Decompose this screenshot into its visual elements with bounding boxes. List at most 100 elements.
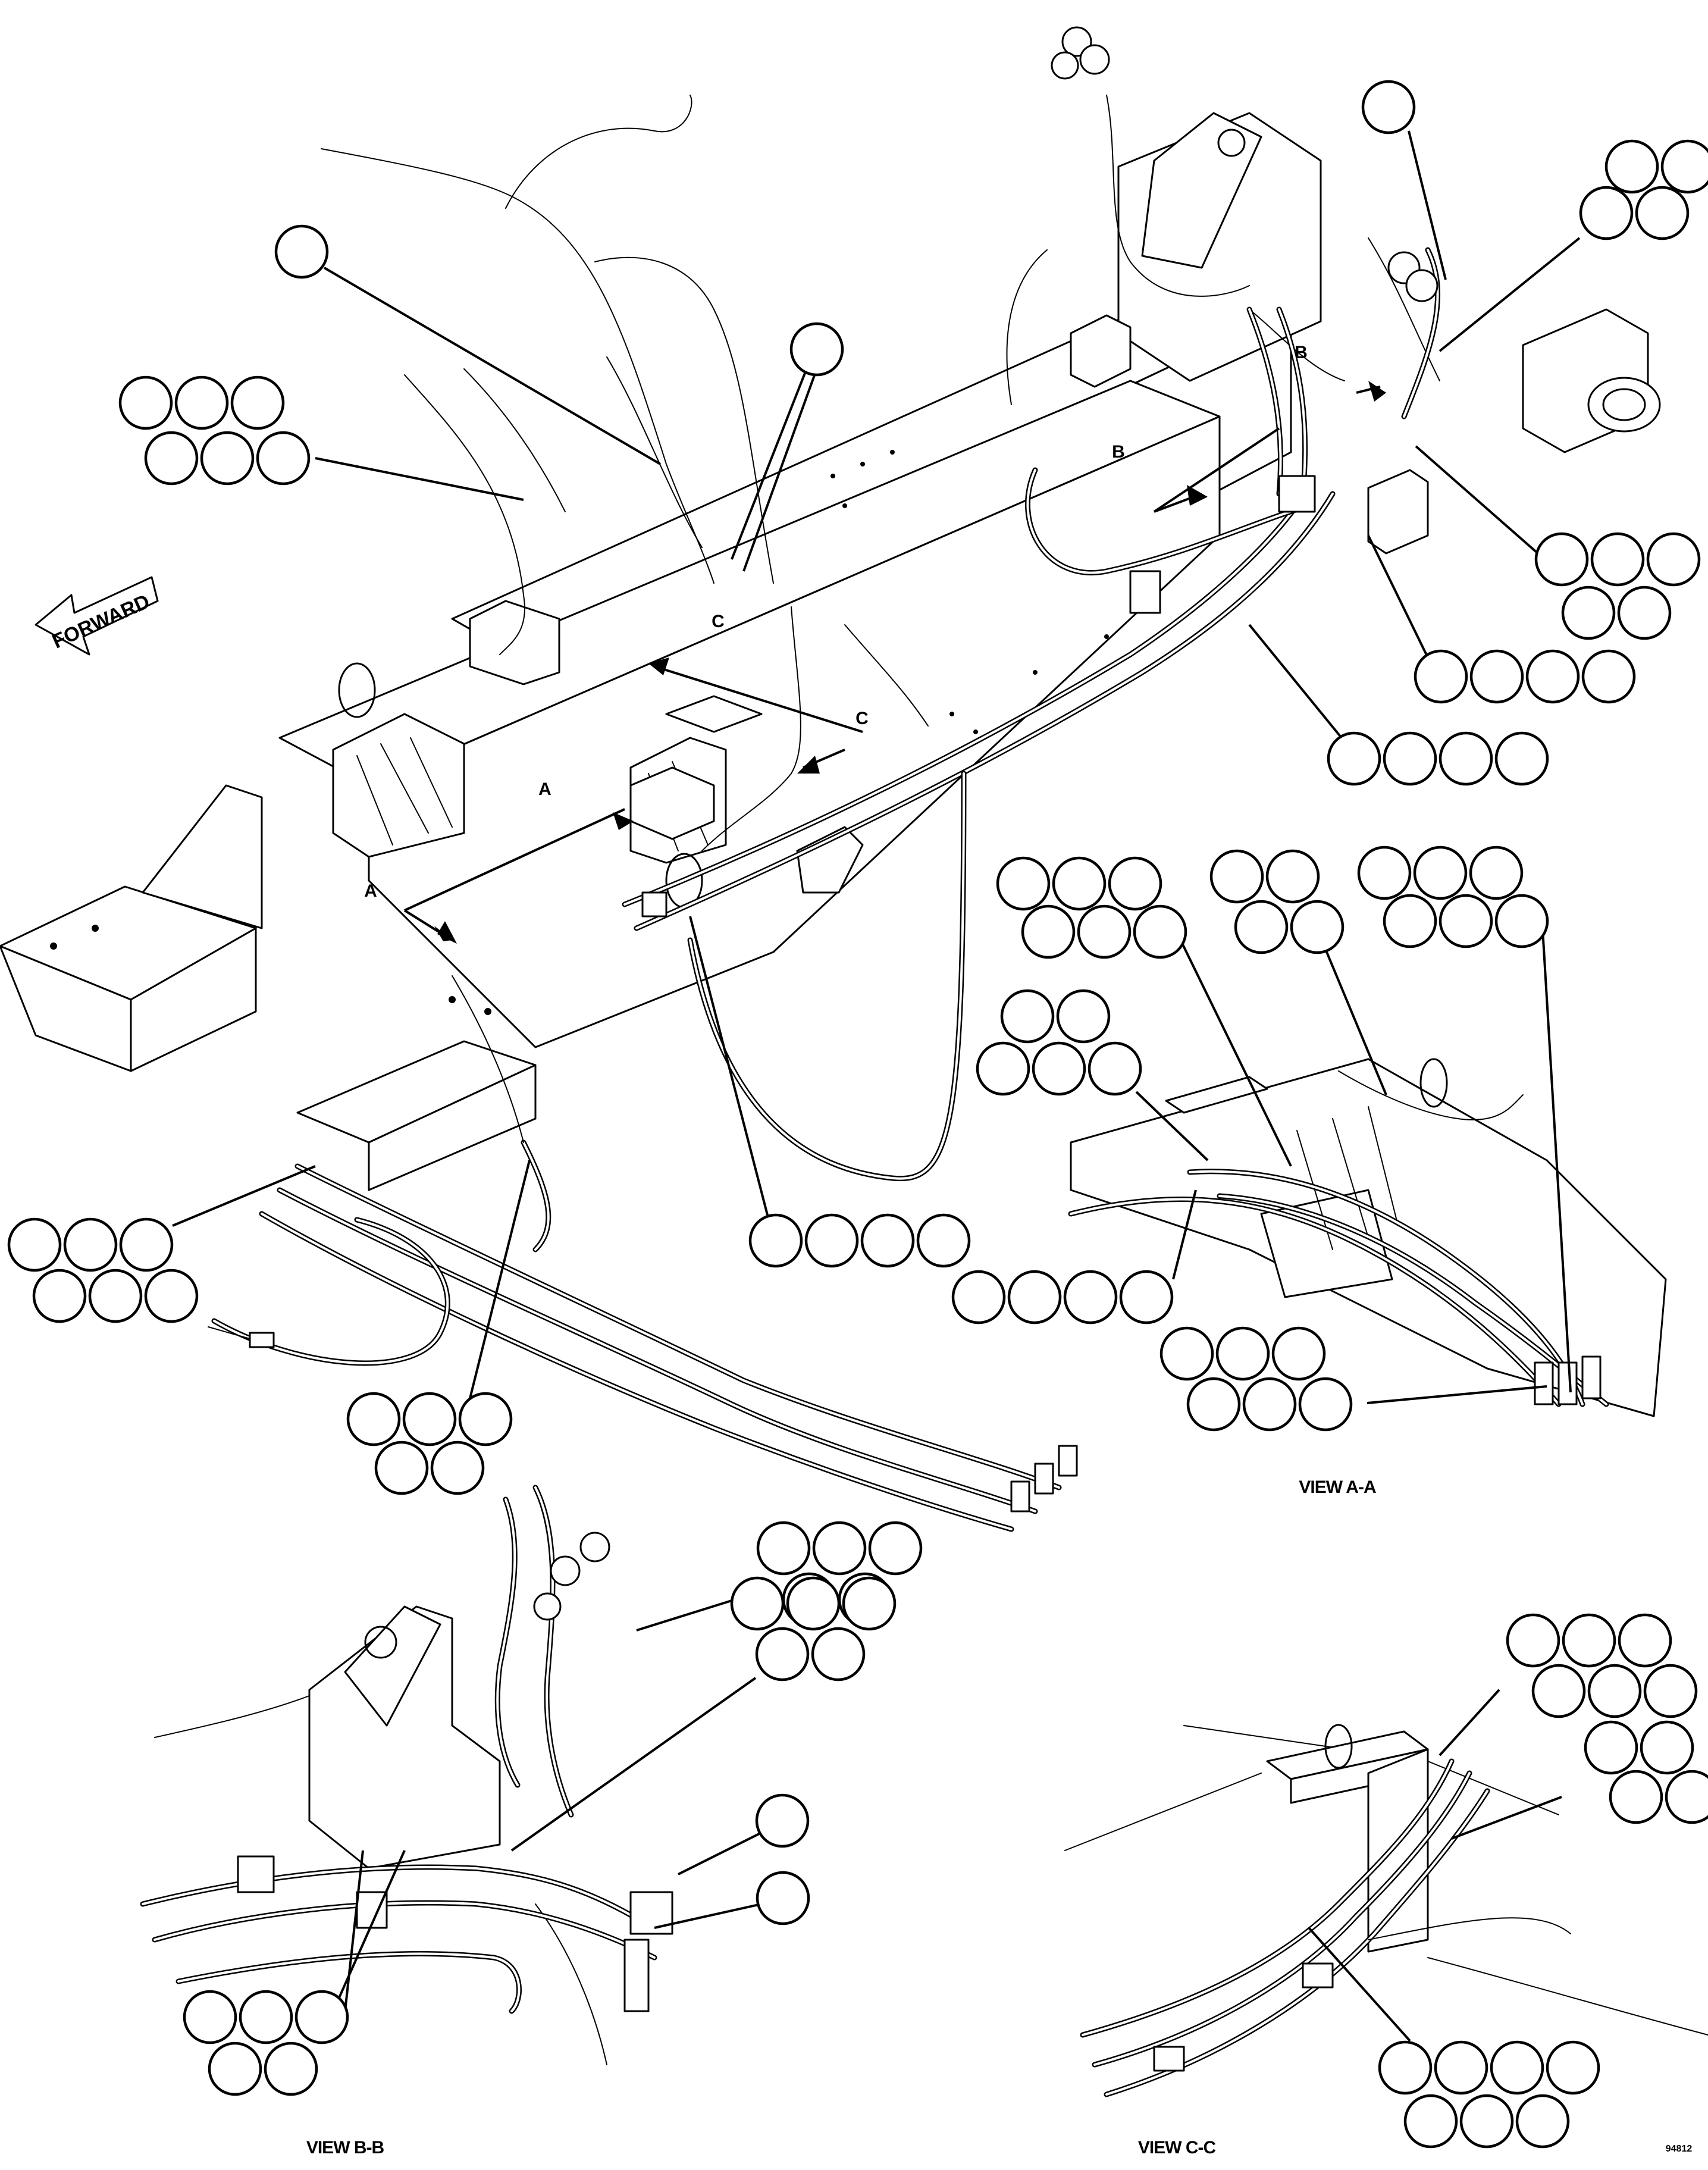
callout-balloon: [748, 1213, 803, 1268]
callout-balloon: [1234, 900, 1289, 954]
callout-cluster-g11: [346, 1392, 513, 1495]
callout-cluster-g17: [1209, 849, 1345, 954]
leader-line: [689, 916, 769, 1216]
callout-balloon: [1534, 532, 1589, 587]
callout-balloon: [1617, 585, 1672, 640]
section-mark-c: C: [712, 612, 725, 631]
callout-balloon: [32, 1269, 87, 1323]
callout-balloons: [7, 80, 1708, 2149]
callout-balloon: [264, 2041, 318, 2096]
callout-balloon: [1403, 2094, 1458, 2149]
callout-balloon: [1494, 894, 1549, 948]
callout-balloon: [1119, 1270, 1174, 1324]
callout-balloon: [1439, 731, 1493, 786]
callout-balloon: [1469, 846, 1524, 900]
callout-balloon: [812, 1521, 867, 1576]
callout-balloon: [916, 1213, 971, 1268]
callout-balloon: [1271, 1326, 1326, 1381]
callout-balloon: [976, 1041, 1030, 1096]
callout-balloon: [118, 375, 173, 430]
callout-balloon: [239, 1990, 293, 2044]
callout-cluster-g5: [1579, 139, 1708, 240]
callout-balloon: [1609, 1770, 1663, 1824]
callout-balloon: [1490, 2040, 1544, 2095]
callout-balloon: [1327, 731, 1381, 786]
callout-balloon: [200, 431, 255, 486]
callout-balloon: [1414, 649, 1468, 704]
callout-balloon: [789, 322, 844, 377]
callout-balloon: [1506, 1613, 1560, 1668]
callout-balloon: [1562, 1613, 1616, 1668]
callout-balloon: [7, 1217, 62, 1272]
callout-cluster-g7: [1414, 649, 1636, 704]
view-a-a-detail: [1068, 1058, 1667, 1417]
drawing-number: 94812: [1665, 2144, 1693, 2154]
callout-cluster-g14: [976, 989, 1142, 1096]
callout-balloon: [1515, 2094, 1570, 2149]
callout-balloon: [756, 1871, 810, 1925]
leader-lines: [172, 130, 1581, 2042]
callout-balloon: [346, 1392, 401, 1446]
forward-arrow-icon: [35, 576, 159, 656]
callout-balloon: [1007, 1270, 1062, 1324]
callout-balloon: [811, 1627, 866, 1681]
callout-balloon: [1525, 649, 1580, 704]
callout-balloon: [1186, 1377, 1241, 1432]
callout-balloon: [374, 1441, 429, 1495]
leader-line: [1325, 951, 1387, 1095]
view-title-c-c: VIEW C-C: [1137, 2138, 1216, 2158]
callout-balloon: [119, 1217, 174, 1272]
callout-balloon: [756, 1521, 811, 1576]
callout-balloon: [1561, 585, 1616, 640]
view-b-b-detail: [140, 1485, 673, 2065]
leader-line: [1439, 237, 1581, 352]
callout-cluster-g9: [748, 1213, 971, 1268]
callout-cluster-g2: [118, 375, 311, 486]
callout-cluster-g19: [730, 1576, 897, 1681]
callout-balloon: [1088, 1041, 1142, 1096]
callout-balloon: [1587, 1664, 1642, 1718]
callout-balloon: [174, 375, 229, 430]
callout-cluster-g12: [996, 856, 1187, 959]
callout-balloon: [1439, 894, 1493, 948]
callout-balloon: [1584, 1720, 1638, 1775]
section-mark-a: A: [538, 779, 551, 799]
callout-cluster-g6: [1534, 532, 1701, 640]
callout-balloon: [1643, 1664, 1698, 1718]
callout-balloon: [1665, 1770, 1708, 1824]
leader-line: [678, 1831, 762, 1875]
callout-balloon: [1546, 2040, 1600, 2095]
callout-balloon: [274, 224, 329, 279]
callout-balloon: [88, 1269, 143, 1323]
leader-line: [1308, 1927, 1411, 2042]
callout-balloon: [1459, 2094, 1514, 2149]
callout-balloon: [755, 1627, 810, 1681]
callout-balloon: [63, 1217, 118, 1272]
leader-line: [1415, 445, 1539, 555]
leader-line: [510, 1677, 757, 1852]
main-frame: [0, 112, 1661, 1191]
callout-balloon: [144, 1269, 199, 1323]
leader-line: [1179, 938, 1292, 1167]
callout-balloon: [755, 1793, 810, 1848]
callout-balloon: [1077, 904, 1132, 959]
callout-cluster-g15: [951, 1270, 1174, 1324]
callout-balloon: [1640, 1720, 1694, 1775]
callout-cluster-g24: [1584, 1720, 1708, 1824]
leader-line: [1172, 1189, 1197, 1280]
callout-balloon: [1265, 849, 1320, 904]
callout-balloon: [1032, 1041, 1086, 1096]
callout-balloon: [1646, 532, 1701, 587]
callout-balloon: [1604, 139, 1659, 194]
leader-line: [1135, 1091, 1209, 1161]
callout-balloon: [430, 1441, 485, 1495]
section-arrows: [403, 381, 1386, 944]
callout-balloon: [230, 375, 285, 430]
leader-line: [654, 1903, 762, 1929]
callout-balloon: [1215, 1326, 1270, 1381]
leader-line: [742, 373, 816, 572]
leader-line: [315, 457, 524, 501]
callout-balloon: [1159, 1326, 1214, 1381]
callout-cluster-g22: [183, 1990, 349, 2096]
callout-balloon: [1383, 731, 1437, 786]
